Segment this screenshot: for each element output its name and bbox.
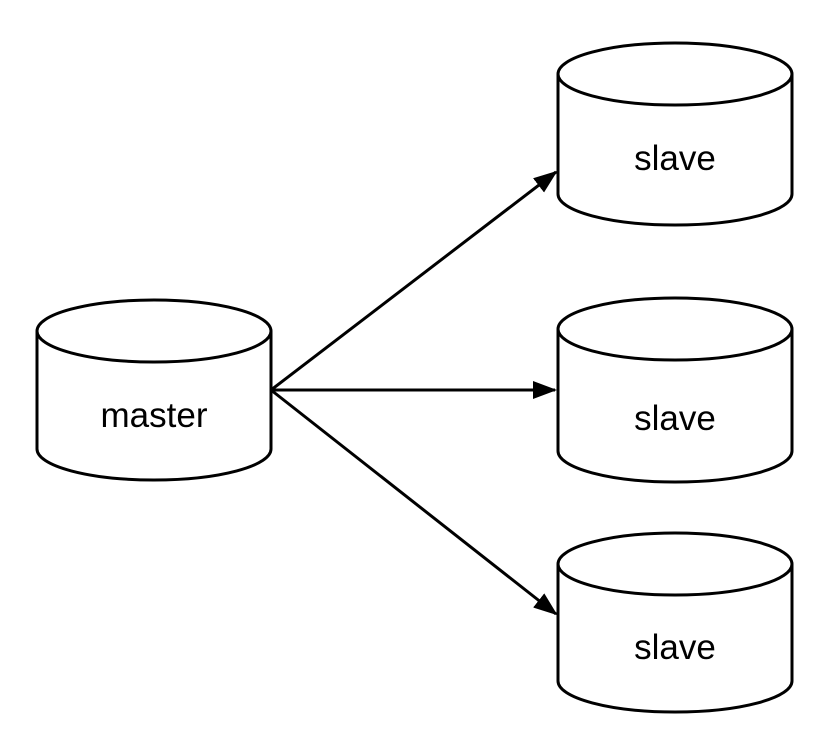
cylinder-top bbox=[556, 531, 794, 597]
cylinder-body bbox=[556, 74, 794, 227]
node-label-master: master bbox=[101, 396, 208, 435]
cylinder-top bbox=[556, 41, 794, 107]
node-slave-bottom: slave bbox=[556, 531, 794, 714]
node-slave-middle: slave bbox=[556, 296, 794, 484]
cylinder-top bbox=[556, 296, 794, 362]
cylinder-body bbox=[556, 329, 794, 484]
edge-master-to-slave-top bbox=[270, 170, 558, 392]
cylinder-body bbox=[556, 564, 794, 714]
cylinder-body bbox=[35, 331, 273, 482]
node-label-slave-top: slave bbox=[634, 139, 716, 178]
node-master: master bbox=[35, 298, 273, 482]
edge-master-to-slave-bottom bbox=[270, 388, 558, 616]
node-label-slave-bottom: slave bbox=[634, 628, 716, 667]
cylinder-top bbox=[35, 298, 273, 364]
node-label-slave-middle: slave bbox=[634, 399, 716, 438]
node-slave-top: slave bbox=[556, 41, 794, 227]
edges bbox=[270, 170, 558, 616]
